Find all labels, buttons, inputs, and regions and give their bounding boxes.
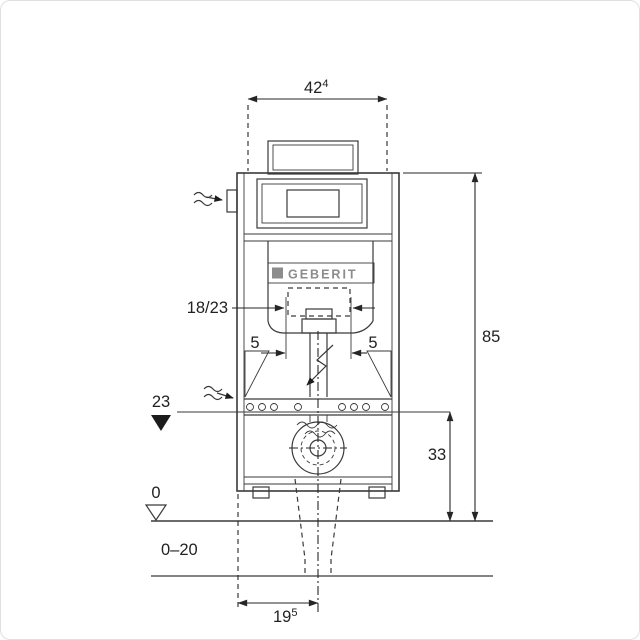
dim-bottom-offset: 195 [237, 331, 319, 626]
break-squiggle-icon [193, 191, 213, 199]
mid-arrow-icon [216, 392, 234, 399]
logo-text: GEBERIT [288, 268, 358, 282]
wall-supply-connection [193, 189, 238, 213]
dim-5-left-label: 5 [250, 334, 259, 352]
dim-flush-pipe-depth: 18/23 [187, 297, 375, 359]
frame-brackets [244, 350, 392, 398]
dim-top-width: 424 [247, 78, 388, 171]
dim-33-label: 33 [428, 446, 446, 464]
dim-offset-left: 5 [250, 334, 286, 357]
dim-total-height: 85 [403, 172, 500, 522]
foot-left [252, 486, 270, 499]
level-marker-filled-icon [151, 415, 171, 431]
outlet-funnel [294, 478, 342, 577]
supply-arrow-icon [205, 195, 223, 202]
dim-18-23-label: 18/23 [187, 299, 228, 317]
dim-top-width-label: 424 [304, 78, 328, 97]
dim-19-5-label: 195 [273, 607, 297, 626]
adjust-zigzag-arrow-icon [306, 344, 334, 386]
flush-valve [301, 308, 337, 397]
dim-outlet-level: 23 [151, 393, 450, 431]
actuator-plate [267, 140, 359, 175]
floor-range-label: 0–20 [161, 541, 198, 559]
floor-zero-label: 0 [151, 484, 160, 502]
dim-offset-right: 5 [351, 334, 378, 357]
inspection-window [256, 178, 368, 229]
dim-outlet-height: 33 [428, 411, 454, 522]
level-marker-open-icon [144, 504, 168, 522]
mid-connection-squiggle [203, 385, 234, 401]
geberit-logo: GEBERIT [267, 262, 375, 284]
logo-square-icon [272, 267, 283, 279]
dim-85-label: 85 [482, 328, 500, 346]
break-squiggle-icon [203, 385, 223, 393]
cistern-top-band [244, 233, 392, 242]
foot-right [368, 486, 386, 499]
floor-lines: 0–20 0 [144, 484, 493, 577]
dim-5-right-label: 5 [368, 334, 377, 352]
dim-23-label: 23 [152, 393, 170, 411]
